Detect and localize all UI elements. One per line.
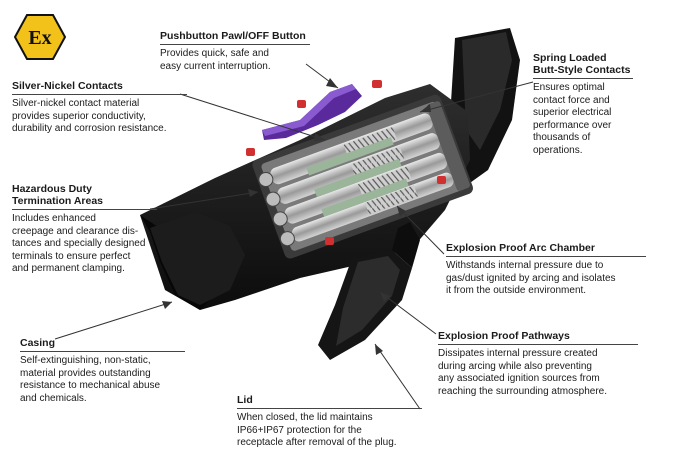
ex-atex-logo: Ex: [14, 14, 66, 60]
leader-arrowheads: [162, 78, 431, 355]
callout-spring-loaded-desc: Ensures optimal contact force and superi…: [533, 82, 612, 156]
callout-arc-chamber-desc: Withstands internal pressure due to gas/…: [446, 260, 616, 296]
divider: [12, 209, 157, 210]
lid: [318, 222, 420, 360]
contact-chamber-cutaway: [252, 94, 473, 259]
terminal-screws: [258, 171, 295, 247]
divider: [160, 44, 310, 45]
callout-arc-chamber: Explosion Proof Arc Chamber Withstands i…: [446, 242, 646, 298]
ex-logo-text: Ex: [28, 27, 51, 49]
callout-lid-desc: When closed, the lid maintains IP66+IP67…: [237, 412, 397, 448]
insulator-inserts: [306, 137, 409, 217]
leader-lines: [54, 63, 534, 410]
callout-casing-title: Casing: [20, 337, 56, 349]
divider: [446, 256, 646, 257]
seal-marks: [246, 80, 446, 245]
callout-pathways-desc: Dissipates internal pressure created dur…: [438, 348, 607, 397]
callout-lid: Lid When closed, the lid maintains IP66+…: [237, 394, 422, 450]
callout-pushbutton-desc: Provides quick, safe and easy current in…: [160, 48, 271, 72]
divider: [438, 344, 638, 345]
callout-hazardous-duty: Hazardous Duty Termination Areas Include…: [12, 183, 157, 276]
springs: [343, 126, 418, 215]
callout-casing-desc: Self-extinguishing, non-static, material…: [20, 355, 161, 404]
callout-hazardous-duty-title: Hazardous Duty Termination Areas: [12, 183, 104, 207]
callout-pushbutton-title: Pushbutton Pawl/OFF Button: [160, 30, 306, 42]
callout-arc-chamber-title: Explosion Proof Arc Chamber: [446, 242, 595, 254]
callout-silver-nickel-desc: Silver-nickel contact material provides …: [12, 98, 167, 134]
callout-silver-nickel: Silver-Nickel Contacts Silver-nickel con…: [12, 80, 187, 136]
callout-pushbutton: Pushbutton Pawl/OFF Button Provides quic…: [160, 30, 310, 73]
callout-spring-loaded: Spring Loaded Butt-Style Contacts Ensure…: [533, 52, 633, 157]
divider: [237, 408, 422, 409]
callout-spring-loaded-title: Spring Loaded Butt-Style Contacts: [533, 52, 631, 76]
callout-silver-nickel-title: Silver-Nickel Contacts: [12, 80, 123, 92]
divider: [12, 94, 187, 95]
pushbutton-pawl: [262, 84, 362, 140]
callout-casing: Casing Self-extinguishing, non-static, m…: [20, 337, 185, 405]
callout-pathways-title: Explosion Proof Pathways: [438, 330, 570, 342]
divider: [20, 351, 185, 352]
callout-hazardous-duty-desc: Includes enhanced creepage and clearance…: [12, 213, 146, 274]
callout-lid-title: Lid: [237, 394, 253, 406]
divider: [533, 78, 633, 79]
callout-pathways: Explosion Proof Pathways Dissipates inte…: [438, 330, 638, 398]
